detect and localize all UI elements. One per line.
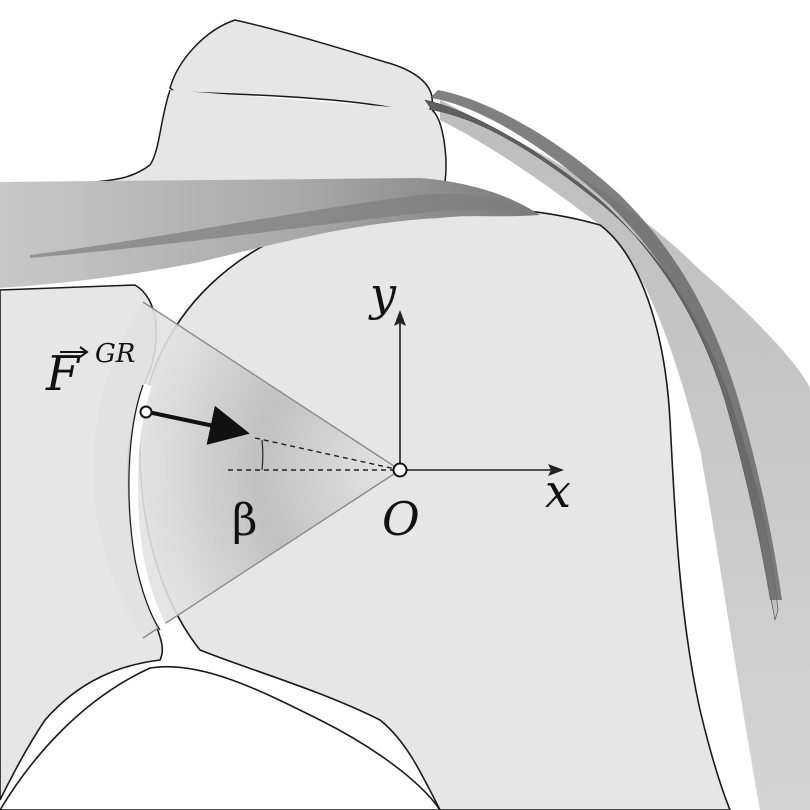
- glenoid-arc-outline: [128, 384, 161, 631]
- tendon-band-thick: [430, 90, 782, 600]
- x-axis-label: x: [545, 464, 571, 518]
- force-arrow: [147, 405, 250, 445]
- wedge-edge-upper: [142, 301, 401, 471]
- y-axis-label: y: [368, 267, 397, 321]
- origin-point: [392, 462, 408, 478]
- angle-arc: [261, 439, 264, 471]
- x-axis-arrowhead: [548, 464, 564, 476]
- lower-body-outline: [0, 665, 441, 810]
- force-label: F: [45, 346, 81, 402]
- tendon-band: [424, 99, 779, 621]
- angle-label: β: [232, 495, 257, 546]
- supraspinatus-tendon: [30, 193, 535, 258]
- force-vector-arrow-mark: [60, 346, 89, 358]
- force-direction-dashed: [254, 437, 401, 471]
- glenoid-arc: [129, 383, 169, 633]
- acromion-bone: [169, 19, 433, 117]
- force-application-point: [139, 405, 153, 419]
- deltoid-muscle: [440, 100, 810, 810]
- y-axis-arrowhead: [394, 310, 406, 326]
- acromion-lower-edge: [94, 89, 447, 183]
- origin-label: O: [382, 492, 420, 546]
- wedge-edge-lower: [142, 469, 401, 639]
- force-superscript-label: GR: [95, 339, 135, 369]
